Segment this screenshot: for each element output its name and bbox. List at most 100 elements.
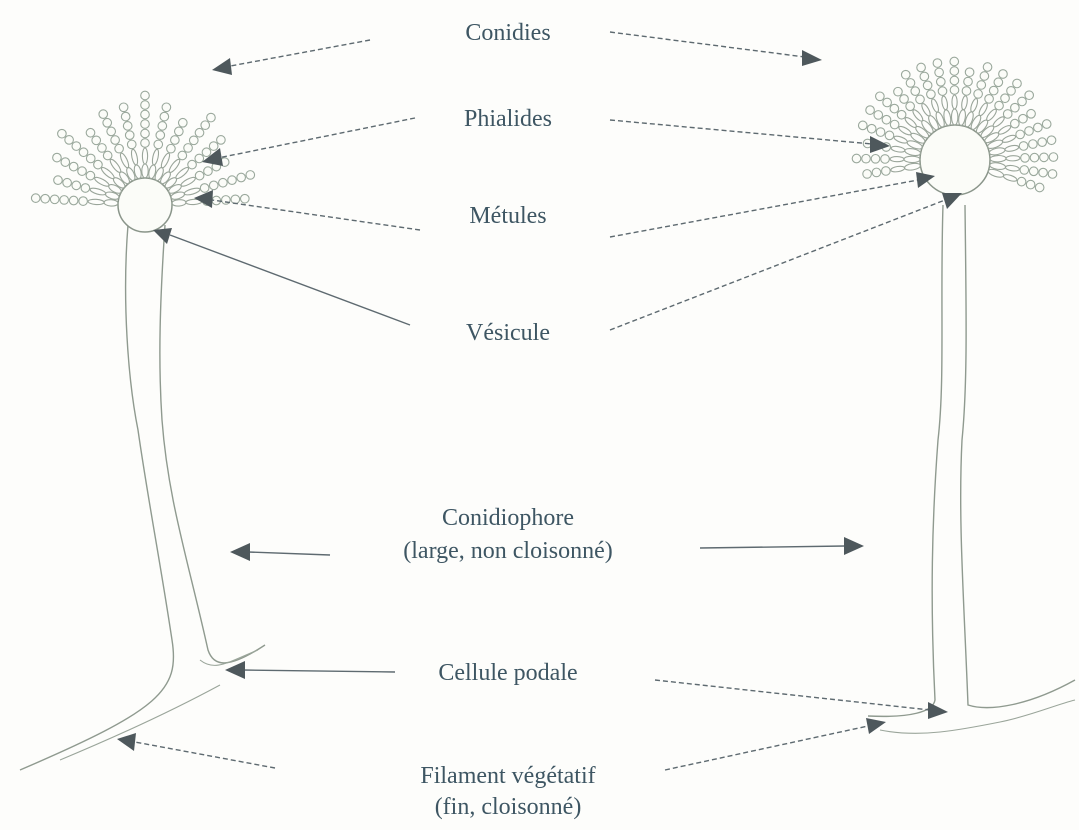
conidium [98,144,107,153]
conidium [852,154,861,163]
conidium [906,79,915,88]
conidium [999,70,1008,79]
metule [104,199,118,206]
conidium [920,72,929,81]
metule [904,156,920,163]
label-conidiophore: Conidiophore [442,505,574,531]
phialide [904,116,918,129]
conidium [890,104,899,113]
arrow-filament-left [135,742,275,768]
conidium [72,181,81,190]
conidium [123,122,132,131]
conidium [58,129,67,138]
conidium [1048,170,1057,179]
conidium [876,128,885,137]
conidium [980,72,989,81]
arrow-metules-left [212,200,420,230]
conidium [115,144,124,153]
conidium [79,148,88,157]
phialide [1002,134,1017,144]
conidium [178,118,187,127]
conidium [60,196,69,205]
conidium [1021,154,1030,163]
conidium [994,78,1003,87]
conidium [69,196,78,205]
conidium [204,167,213,176]
conidium [933,59,942,68]
metule [904,162,921,171]
phialide [184,187,201,196]
conidium [974,90,983,99]
conidium [61,158,70,167]
conidium [1003,110,1012,119]
phialide [151,149,159,166]
phialide [969,98,979,113]
conidium [141,101,150,110]
conidium [201,121,210,130]
conidium [1029,167,1038,176]
arrow-vesicule-left [170,235,410,325]
conidium [1018,97,1027,106]
phialide [911,108,924,122]
phialide [142,148,147,164]
conidium [937,77,946,86]
phialide [1006,155,1020,161]
arrow-phialides-right [610,120,872,144]
conidium [950,86,959,95]
conidium [923,81,932,90]
conidium [950,76,959,85]
conidium [1035,183,1044,192]
conidium [1019,114,1028,123]
arrow-filament-right [665,726,868,770]
conidium [1039,168,1048,177]
label-cellule-podale: Cellule podale [438,660,577,686]
left-vesicle [118,178,172,232]
conidium [53,153,62,162]
conidium [916,95,925,104]
conidium [983,63,992,72]
conidium [1040,153,1049,162]
metule [951,109,958,125]
conidium [890,120,899,129]
phialide [88,199,104,205]
conidium [119,103,128,112]
conidium [874,111,883,120]
conidium [162,103,171,112]
arrow-conidies-right [610,32,805,57]
conidium [917,63,926,72]
conidium [207,113,216,122]
phialide [978,102,989,117]
conidium [54,176,63,185]
right-aspergillus [852,57,1075,733]
conidium [876,92,885,101]
conidium [178,151,187,160]
conidium [141,120,150,129]
conidium [911,87,920,96]
conidium [950,67,959,76]
conidium [111,136,120,145]
conidium [883,98,892,107]
conidium [65,136,74,145]
conidium [195,154,204,163]
phialide [89,187,106,196]
conidium [141,110,150,119]
conidium [86,128,95,137]
conidium [92,136,101,145]
conidium [871,155,880,164]
conidium [81,184,90,193]
conidium [86,171,95,180]
conidium [127,140,136,149]
label-filament: Filament végétatif [420,763,595,789]
conidium [866,106,875,115]
label-conidiophore-detail: (large, non cloisonné) [403,538,613,564]
phialide [1003,173,1018,182]
phialide [920,102,932,117]
conidium [977,81,986,90]
phialide [952,95,957,109]
conidium [209,181,218,190]
conidium [885,131,894,140]
conidium [858,121,867,130]
conidium [79,197,88,206]
conidium [141,91,150,100]
conidium [1019,142,1028,151]
